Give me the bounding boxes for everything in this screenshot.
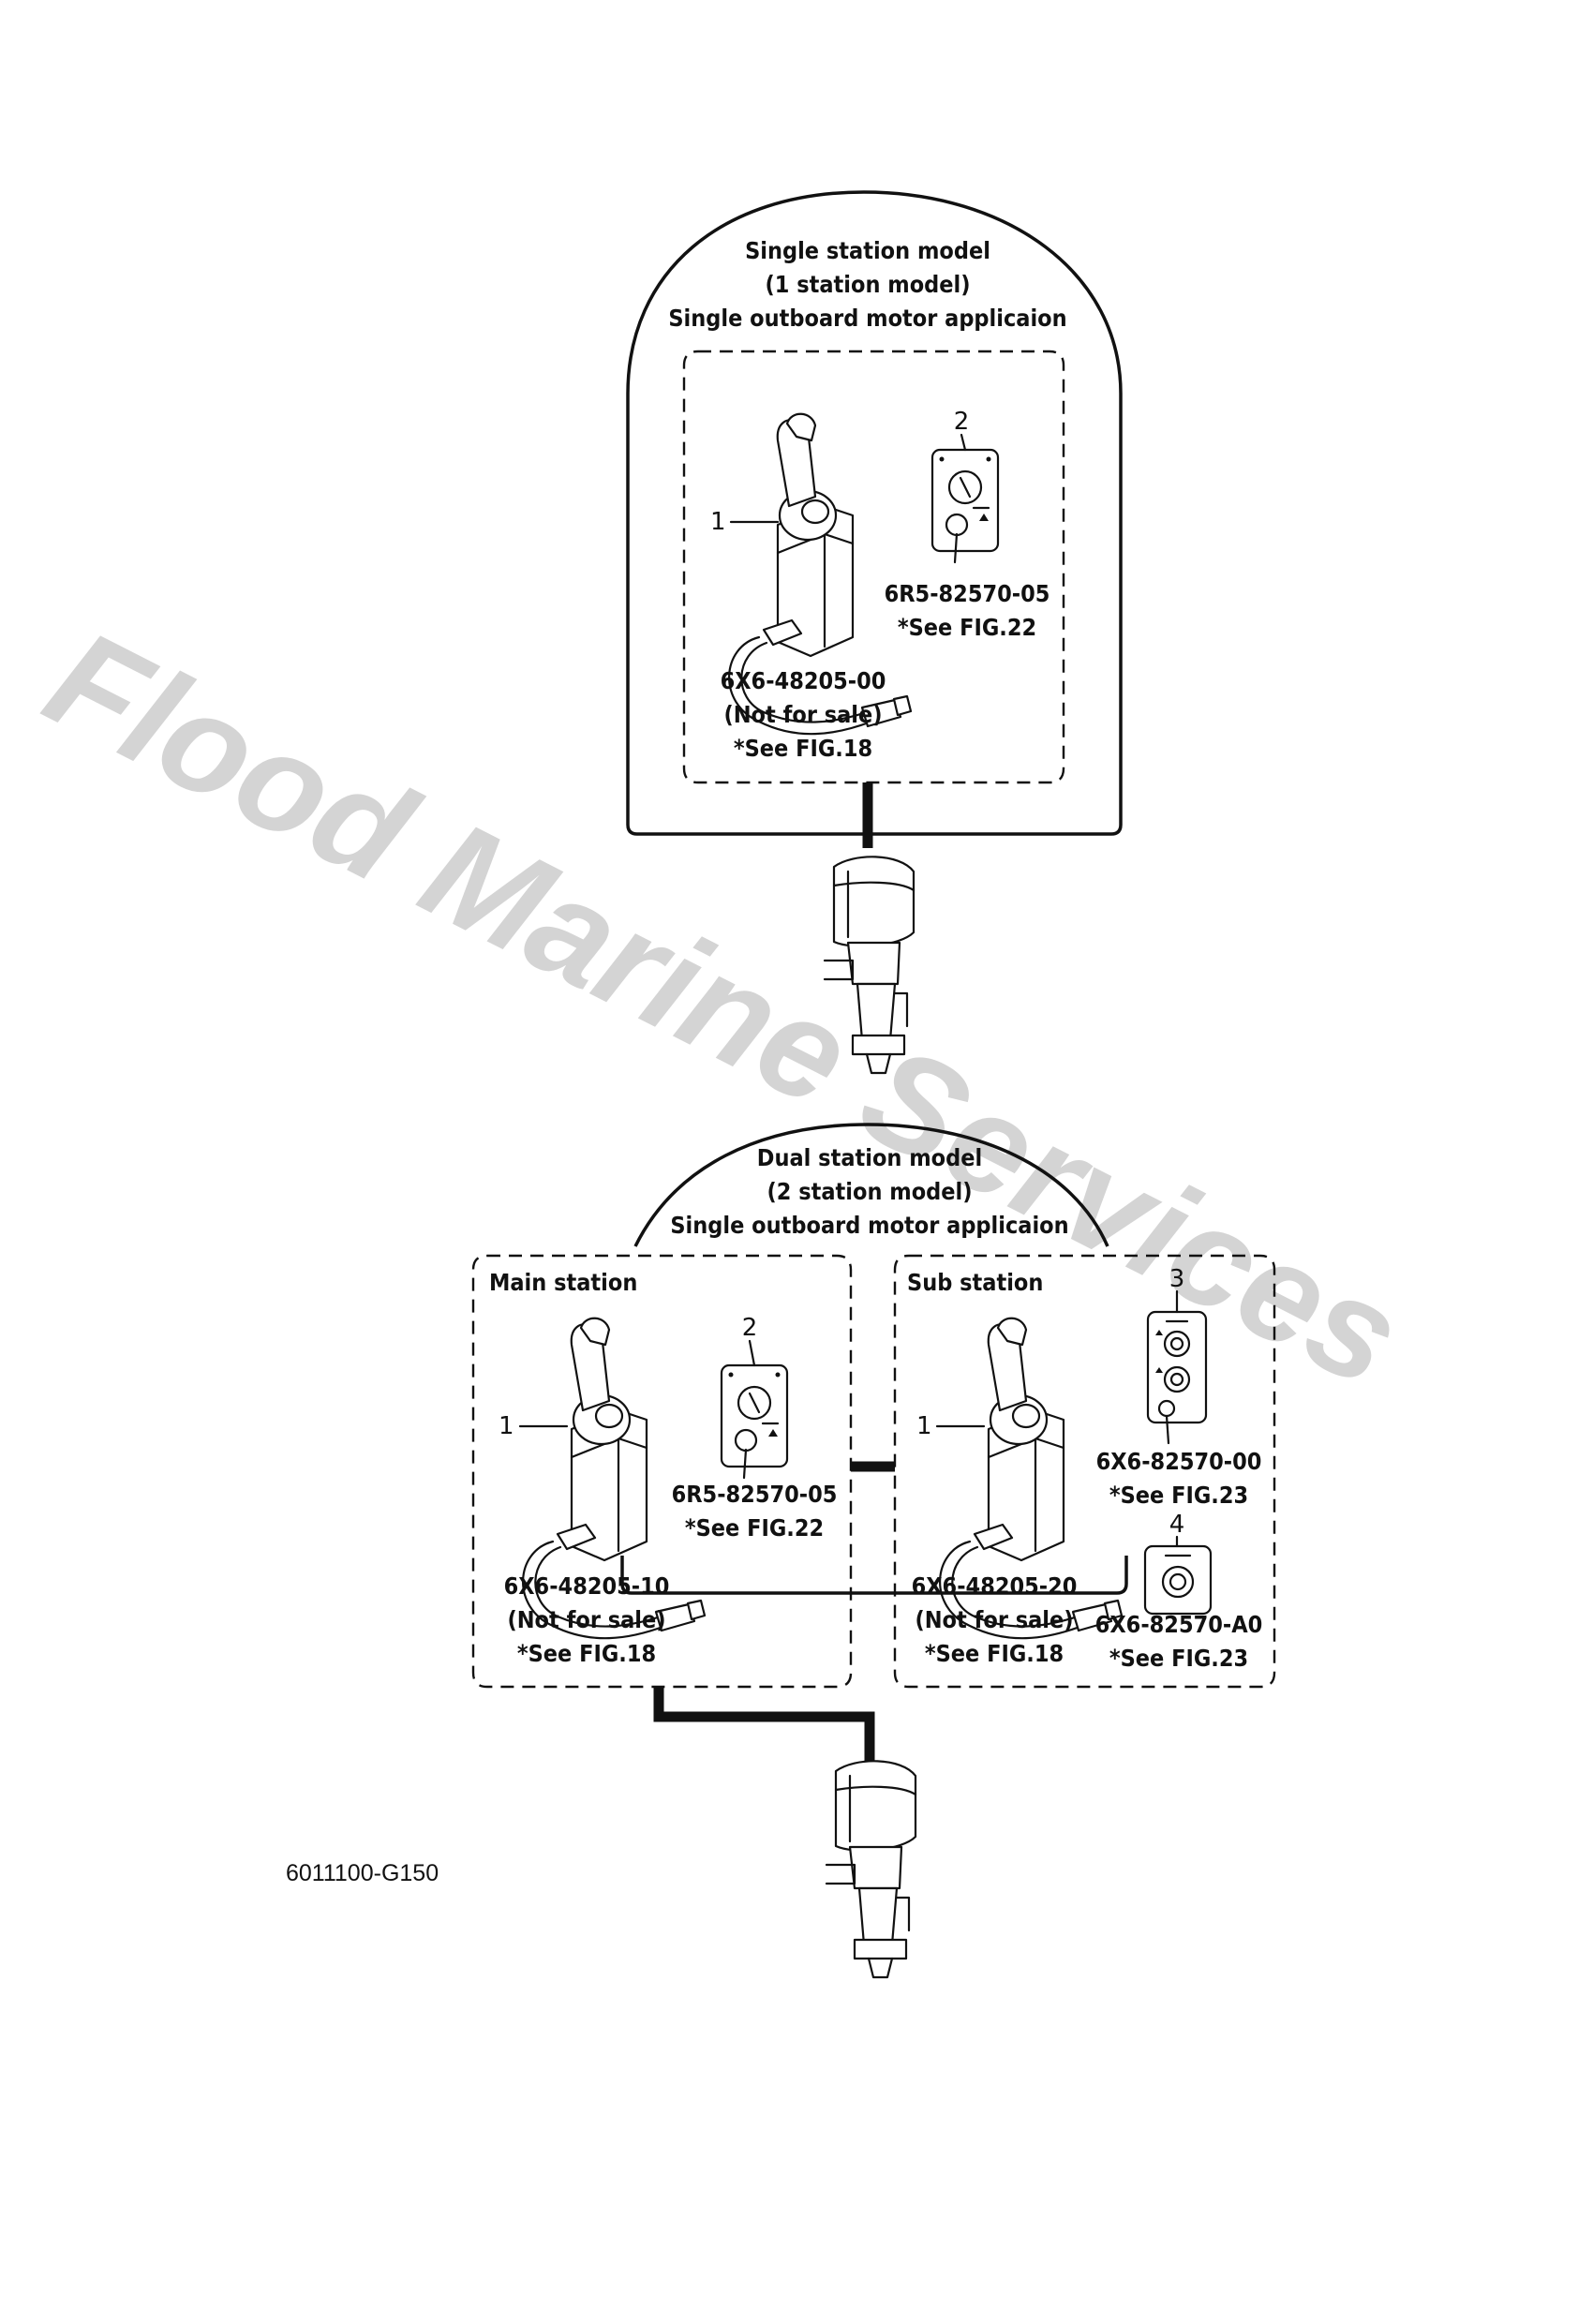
sub-station-box	[893, 1254, 1276, 1689]
part-no: 6X6-48205-00	[721, 667, 886, 694]
part-no: 6R5-82570-05	[672, 1481, 838, 1508]
callout-2: 2	[742, 1314, 758, 1342]
single-station-outline	[626, 190, 1123, 836]
part-ref: *See FIG.22	[898, 614, 1036, 641]
part-note: (Not for sale)	[723, 701, 882, 728]
outboard-motor-icon	[825, 1760, 917, 1979]
dual-station-group: Dual station model (2 station model) Sin…	[471, 1123, 1276, 1762]
stop-switch-panel-icon	[1143, 1544, 1213, 1616]
single-station-parts-box	[682, 350, 1065, 784]
callout-2: 2	[954, 408, 970, 436]
part-no: 6R5-82570-05	[885, 580, 1050, 607]
single-station-title-2: (1 station model)	[765, 271, 970, 298]
main-station-box	[471, 1254, 853, 1689]
part-ref: *See FIG.18	[925, 1640, 1064, 1667]
callout-3: 3	[1169, 1265, 1185, 1293]
main-station-label: Main station	[489, 1269, 637, 1296]
dual-switch-panel-icon	[1146, 1310, 1208, 1445]
callout-1: 1	[499, 1412, 514, 1440]
part-note: (Not for sale)	[915, 1606, 1073, 1633]
callout-1: 1	[710, 508, 726, 536]
part-ref: *See FIG.18	[734, 735, 872, 762]
key-switch-panel-icon	[930, 448, 1000, 564]
part-ref: *See FIG.23	[1109, 1645, 1248, 1672]
part-no: 6X6-82570-A0	[1095, 1611, 1263, 1638]
part-ref: *See FIG.18	[517, 1640, 656, 1667]
dual-station-title-1: Dual station model	[757, 1144, 982, 1171]
callout-4: 4	[1169, 1511, 1185, 1539]
part-ref: *See FIG.23	[1109, 1482, 1248, 1509]
key-switch-panel-icon	[720, 1363, 789, 1480]
dual-station-outline	[633, 1123, 1109, 1247]
callout-1: 1	[916, 1412, 932, 1440]
single-station-group: Single station model (1 station model) S…	[626, 190, 1123, 848]
part-no: 6X6-82570-00	[1096, 1448, 1262, 1475]
single-station-title-3: Single outboard motor applicaion	[668, 305, 1066, 332]
sub-station-label: Sub station	[907, 1269, 1043, 1296]
part-no: 6X6-48205-20	[912, 1572, 1078, 1600]
dual-station-title-3: Single outboard motor applicaion	[670, 1212, 1068, 1239]
single-station-title-1: Single station model	[745, 237, 990, 264]
part-note: (Not for sale)	[507, 1606, 665, 1633]
dual-station-title-2: (2 station model)	[767, 1178, 972, 1205]
figure-id: 6011100-G150	[286, 1860, 439, 1886]
cable	[653, 1687, 875, 1762]
part-no: 6X6-48205-10	[504, 1572, 670, 1600]
part-ref: *See FIG.22	[685, 1514, 824, 1542]
